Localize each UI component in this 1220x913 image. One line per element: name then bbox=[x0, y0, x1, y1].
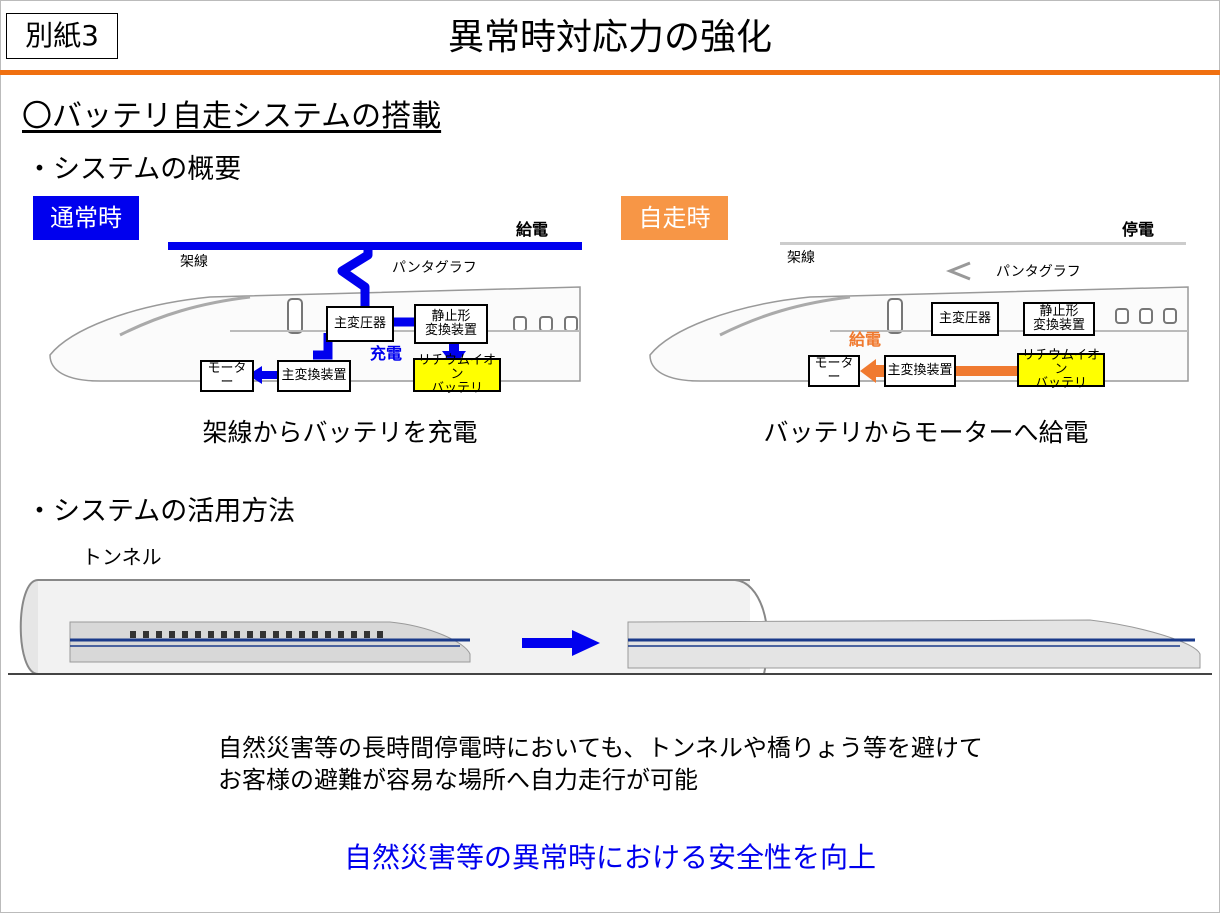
pantograph-label-self: パンタグラフ bbox=[996, 264, 1081, 280]
overhead-line-unpowered bbox=[780, 242, 1186, 245]
supply-label: 給電 bbox=[849, 330, 882, 349]
motor-normal: モーター bbox=[200, 360, 254, 392]
train-window bbox=[338, 631, 344, 638]
train-window bbox=[156, 631, 162, 638]
supply-arrow-head bbox=[860, 359, 876, 383]
train-window bbox=[1163, 308, 1177, 324]
pantograph-label-normal: パンタグラフ bbox=[392, 260, 477, 276]
train-window bbox=[286, 631, 292, 638]
train-window bbox=[513, 316, 527, 332]
overhead-line-label-self: 架線 bbox=[787, 250, 815, 266]
train-window bbox=[539, 316, 553, 332]
main-converter-normal: 主変換装置 bbox=[277, 360, 351, 392]
train-window bbox=[169, 631, 175, 638]
train-window bbox=[564, 316, 578, 332]
page-title: 異常時対応力の強化 bbox=[447, 17, 772, 58]
main-transformer-normal: 主変圧器 bbox=[326, 306, 394, 342]
train-door bbox=[887, 298, 903, 334]
train-window bbox=[247, 631, 253, 638]
train-window bbox=[143, 631, 149, 638]
train-window bbox=[1139, 308, 1153, 324]
train-window bbox=[377, 631, 383, 638]
train-in-tunnel bbox=[69, 621, 471, 663]
tunnel-label: トンネル bbox=[82, 545, 162, 569]
power-status-normal: 給電 bbox=[516, 220, 549, 239]
title-rule bbox=[0, 70, 1220, 75]
self-mode-badge: 自走時 bbox=[621, 196, 728, 240]
main-transformer-self: 主変圧器 bbox=[931, 302, 999, 336]
static-converter-self: 静止形 変換装置 bbox=[1023, 302, 1095, 336]
charge-label: 充電 bbox=[370, 344, 403, 363]
train-window bbox=[130, 631, 136, 638]
train-window bbox=[221, 631, 227, 638]
power-status-self: 停電 bbox=[1122, 220, 1155, 239]
body-line-1: 自然災害等の長時間停電時においても、トンネルや橋りょう等を避けて bbox=[218, 734, 983, 762]
move-arrow-shaft bbox=[522, 638, 576, 648]
motor-arrow-head bbox=[248, 366, 262, 384]
train-window bbox=[1115, 308, 1129, 324]
section-title: 〇バッテリ自走システムの搭載 bbox=[22, 99, 442, 134]
train-exiting-tunnel bbox=[627, 619, 1201, 669]
train-window bbox=[260, 631, 266, 638]
overhead-line-label-normal: 架線 bbox=[180, 254, 208, 270]
train-window bbox=[182, 631, 188, 638]
tunnel-illustration bbox=[8, 579, 1212, 675]
static-converter-normal: 静止形 変換装置 bbox=[414, 304, 488, 344]
normal-mode-caption: 架線からバッテリを充電 bbox=[202, 418, 478, 447]
normal-mode-badge: 通常時 bbox=[33, 196, 139, 240]
pantograph-lowered bbox=[945, 261, 971, 281]
train-window bbox=[364, 631, 370, 638]
overhead-line-powered bbox=[168, 242, 582, 250]
self-mode-caption: バッテリからモーターへ給電 bbox=[763, 418, 1089, 447]
train-door bbox=[287, 298, 303, 334]
train-window bbox=[312, 631, 318, 638]
train-nose-line bbox=[119, 295, 251, 337]
tunnel-entrance bbox=[19, 579, 39, 675]
train-window bbox=[273, 631, 279, 638]
pantograph-power-line bbox=[337, 250, 373, 310]
train-window bbox=[299, 631, 305, 638]
motor-self: モーター bbox=[808, 355, 860, 387]
train-nose-line bbox=[719, 295, 851, 337]
train-window bbox=[234, 631, 240, 638]
usage-heading: ・システムの活用方法 bbox=[26, 496, 296, 527]
battery-self: リチウムイオン バッテリ bbox=[1017, 349, 1105, 391]
battery-normal: リチウムイオン バッテリ bbox=[413, 354, 501, 396]
body-text: 自然災害等の長時間停電時においても、トンネルや橋りょう等を避けて お客様の避難が… bbox=[218, 732, 983, 796]
train-window bbox=[195, 631, 201, 638]
conclusion-text: 自然災害等の異常時における安全性を向上 bbox=[343, 841, 876, 874]
body-line-2: お客様の避難が容易な場所へ自力走行が可能 bbox=[218, 766, 698, 794]
move-arrow-head bbox=[572, 630, 600, 656]
overview-heading: ・システムの概要 bbox=[26, 154, 242, 185]
main-converter-self: 主変換装置 bbox=[884, 355, 956, 387]
train-window bbox=[325, 631, 331, 638]
train-window bbox=[351, 631, 357, 638]
train-window bbox=[208, 631, 214, 638]
attachment-tag: 別紙3 bbox=[6, 13, 118, 59]
